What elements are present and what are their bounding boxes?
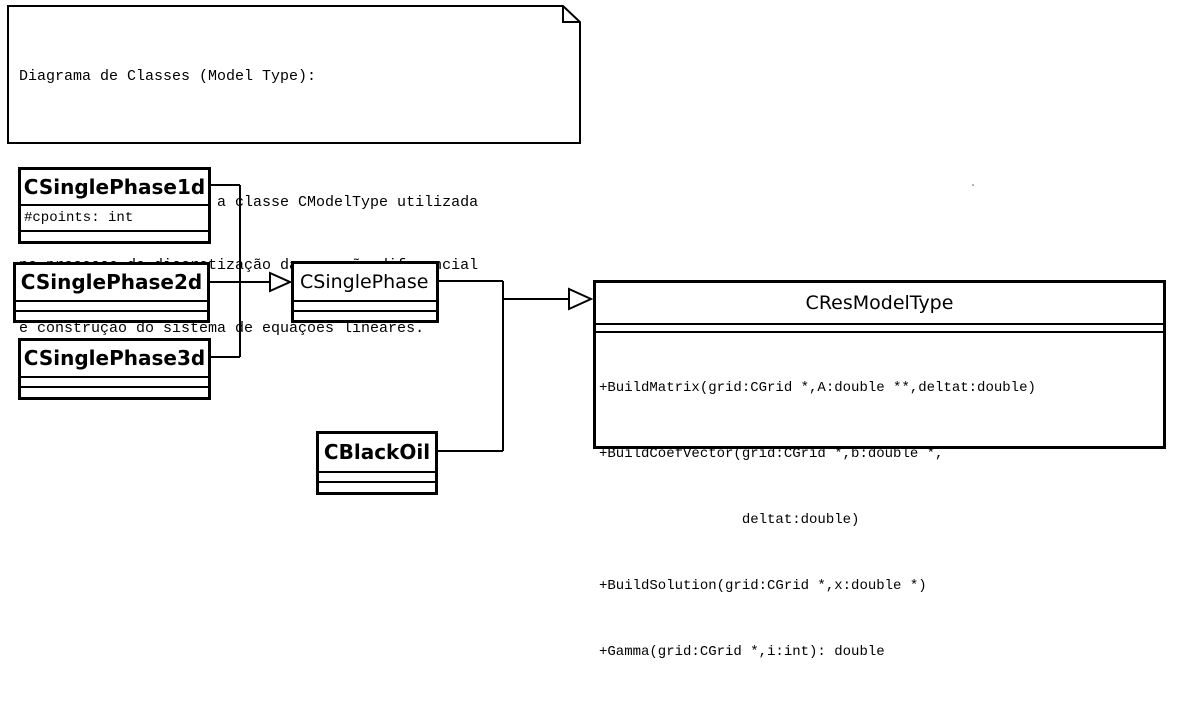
- operation-build-coef-vector-cont: deltat:double): [599, 512, 860, 528]
- note-title: Diagrama de Classes (Model Type):: [19, 68, 317, 85]
- class-attributes-empty: [21, 378, 208, 386]
- class-attributes-empty: [294, 302, 436, 310]
- class-operations: +BuildMatrix(grid:CGrid *,A:double **,de…: [596, 333, 1163, 707]
- class-attribute: #cpoints: int: [24, 210, 134, 226]
- generalization-singlephase-subclasses: [210, 184, 270, 358]
- note-box: [7, 5, 581, 144]
- generalization-resmodel-subclasses: [437, 280, 569, 452]
- stray-dot: [972, 184, 974, 186]
- diagram-connectors: [7, 5, 974, 452]
- class-name: CResModelType: [805, 292, 954, 314]
- class-csinglephase1d[interactable]: CSinglePhase1d #cpoints: int: [18, 167, 211, 244]
- note-blank-line: [19, 129, 579, 150]
- class-name: CSinglePhase1d: [23, 175, 206, 199]
- generalization-arrowhead-resmodel: [568, 287, 594, 311]
- class-name: CSinglePhase2d: [20, 270, 203, 294]
- class-name: CSinglePhase: [300, 271, 429, 293]
- class-name: CBlackOil: [323, 440, 431, 464]
- class-attributes-empty: [319, 473, 435, 481]
- class-csinglephase[interactable]: CSinglePhase: [291, 261, 439, 323]
- class-csinglephase3d[interactable]: CSinglePhase3d: [18, 338, 211, 400]
- operation-build-solution: +BuildSolution(grid:CGrid *,x:double *): [599, 578, 927, 594]
- operation-gamma: +Gamma(grid:CGrid *,i:int): double: [599, 644, 885, 660]
- generalization-arrowhead-singlephase: [269, 271, 293, 293]
- class-csinglephase2d[interactable]: CSinglePhase2d: [13, 262, 210, 323]
- class-cblackoil[interactable]: CBlackOil: [316, 431, 438, 495]
- class-attributes-empty: [16, 302, 207, 310]
- note-line: e construção do sistema de equações line…: [19, 320, 425, 337]
- note-fold: [562, 6, 580, 23]
- operation-build-coef-vector: +BuildCoefVector(grid:CGrid *,b:double *…: [599, 446, 944, 462]
- class-name: CSinglePhase3d: [23, 346, 206, 370]
- class-cresmodeltype[interactable]: CResModelType +BuildMatrix(grid:CGrid *,…: [593, 280, 1166, 660]
- operation-build-matrix: +BuildMatrix(grid:CGrid *,A:double **,de…: [599, 380, 1036, 396]
